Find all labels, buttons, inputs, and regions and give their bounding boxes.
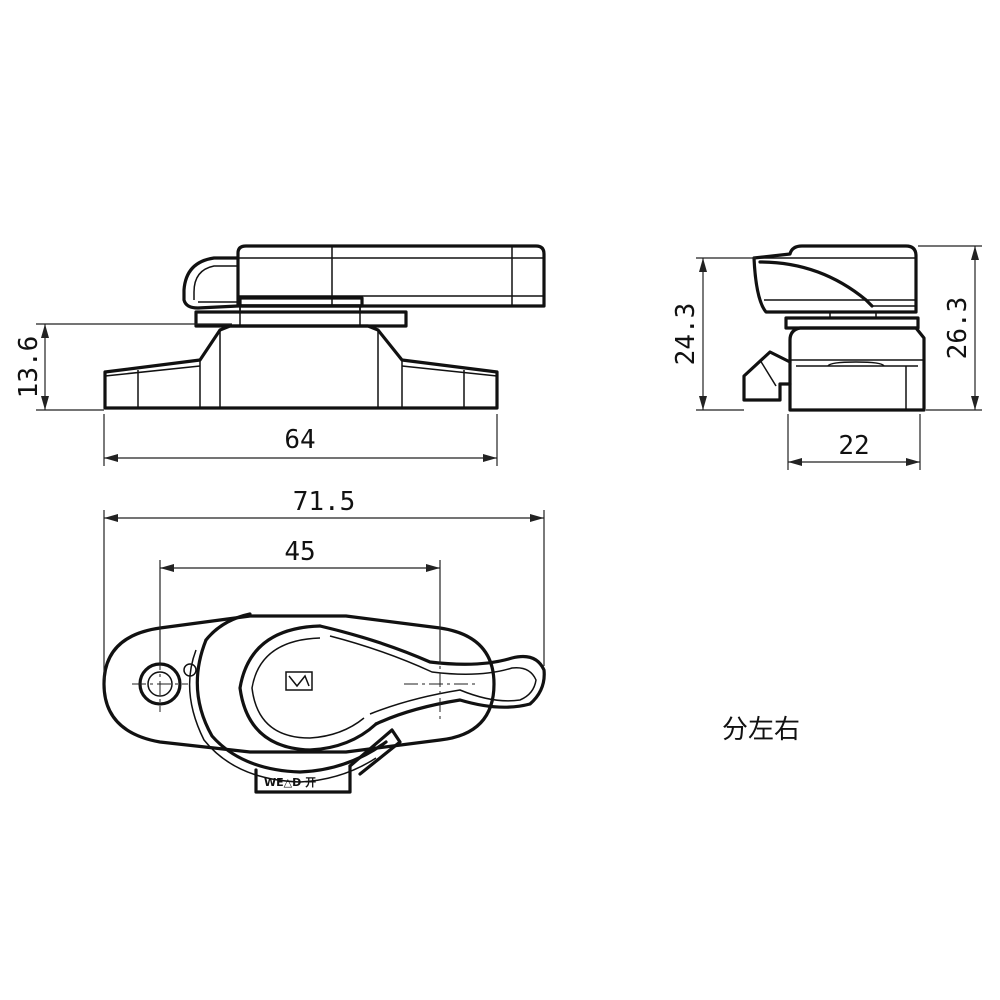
dim-label-front-width: 64: [284, 425, 315, 455]
dim-front-height: 13.6: [14, 323, 232, 411]
handedness-note: 分左右: [722, 715, 800, 745]
top-logo-badge: [285, 671, 313, 691]
dim-label-top-hole-spacing: 45: [284, 537, 315, 567]
dim-label-top-total-width: 71.5: [293, 487, 356, 517]
dim-label-side-height-outer: 26.3: [943, 297, 973, 360]
side-view: [742, 244, 926, 412]
side-lever-head: [752, 244, 918, 314]
dim-label-side-height-inner: 24.3: [671, 303, 701, 366]
dim-front-width: 64: [103, 414, 498, 466]
dim-label-front-height: 13.6: [14, 336, 44, 399]
top-plate-marking: WE△D 开: [264, 776, 316, 789]
front-lever-tip: [182, 256, 240, 310]
top-base-plate: [102, 614, 496, 754]
top-cam-arc: [195, 638, 388, 774]
front-lever-body: [236, 244, 546, 308]
dim-side-width: 22: [787, 414, 921, 470]
dim-label-side-width: 22: [838, 431, 869, 461]
dim-side-height-inner: 24.3: [671, 257, 756, 411]
top-latch-tab: [254, 764, 352, 794]
front-base-plate: [103, 324, 499, 410]
top-lever-hub: [238, 624, 378, 752]
top-lever-handle: [318, 624, 546, 726]
front-view: [103, 244, 546, 410]
top-view: WE△D 开: [102, 612, 546, 794]
dim-top-hole-spacing: 45: [159, 537, 441, 664]
dim-side-height-outer: 26.3: [918, 245, 982, 411]
dim-top-total-width: 71.5: [103, 487, 545, 680]
side-base-block: [788, 326, 926, 412]
side-latch-hook: [742, 350, 792, 402]
